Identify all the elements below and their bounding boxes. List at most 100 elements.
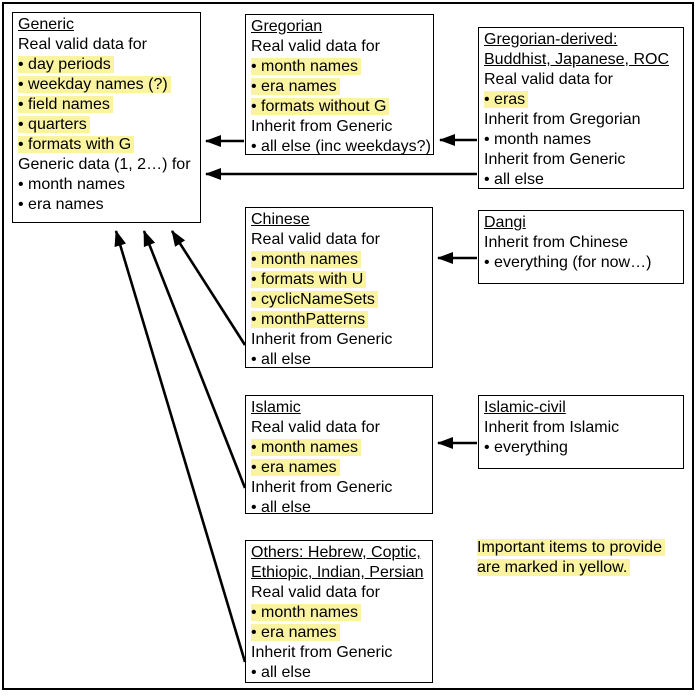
row-text: Inherit from Generic [251,644,393,661]
bullet-item-text: • era names [251,459,340,476]
generic-row: Generic data (1, 2…) for [18,155,200,175]
generic-row: • weekday names (?) [18,75,200,95]
islamic-civil-row: • everything [484,438,683,458]
title-text: Dangi [484,214,526,231]
row-text: Real valid data for [251,38,380,55]
row-text: Inherit from Gregorian [484,111,641,128]
bullet-item-text: • month names [251,439,361,456]
gregorian-row: Real valid data for [251,37,433,57]
bullet-item-text: • era names [18,196,104,213]
others-row: • all else [251,663,432,683]
gregorian-derived-row: • all else [484,170,683,190]
legend-note-text: are marked in yellow. [477,559,631,576]
bullet-item-text: • month names [18,176,125,193]
gregorian-row: • formats without G [251,97,433,117]
chinese-row: • cyclicNameSets [251,290,432,310]
islamic-row: • all else [251,498,432,518]
generic-row: • field names [18,95,200,115]
bullet-item-text: • weekday names (?) [18,76,171,93]
generic-row: Real valid data for [18,35,200,55]
dangi-row: • everything (for now…) [484,253,683,273]
gregorian-row: • month names [251,57,433,77]
chinese-row: • formats with U [251,270,432,290]
generic-row: • month names [18,175,200,195]
gregorian-row: Inherit from Generic [251,117,433,137]
others-row: Real valid data for [251,583,432,603]
chinese-row: • all else [251,350,432,370]
row-text: Inherit from Islamic [484,419,620,436]
dangi-title: Dangi [484,213,683,233]
row-text: Real valid data for [251,584,380,601]
islamic-civil-title: Islamic-civil [484,398,683,418]
islamic-civil-row: Inherit from Islamic [484,418,683,438]
others-row: • era names [251,623,432,643]
generic-row: • formats with G [18,135,200,155]
bullet-item-text: • all else [251,351,311,368]
box-others: Others: Hebrew, Coptic, Ethiopic, Indian,… [245,540,433,683]
bullet-item-text: • formats with U [251,271,367,288]
dangi-row: Inherit from Chinese [484,233,683,253]
gregorian-derived-row: Inherit from Gregorian [484,110,683,130]
bullet-item-text: • month names [251,251,361,268]
chinese-row: Real valid data for [251,230,432,250]
bullet-item-text: • formats with G [18,136,135,153]
chinese-row: Inherit from Generic [251,330,432,350]
row-text: Inherit from Generic [251,479,393,496]
gregorian-derived-row: Real valid data for [484,70,683,90]
bullet-item-text: • all else [251,664,311,681]
bullet-item-text: • everything (for now…) [484,254,652,271]
gregorian-row: • all else (inc weekdays?) [251,137,433,157]
row-text: Real valid data for [251,231,380,248]
row-text: Inherit from Generic [251,331,393,348]
title-text: Islamic [251,399,301,416]
generic-row: • quarters [18,115,200,135]
title-text: Generic [18,16,75,33]
generic-row: • era names [18,195,200,215]
title-text: Islamic-civil [484,399,566,416]
gregorian-derived-row: • month names [484,130,683,150]
bullet-item-text: • eras [484,91,529,108]
bullet-item-text: • field names [18,96,113,113]
others-title: Others: Hebrew, Coptic, [251,543,432,563]
gregorian-derived-title: Buddhist, Japanese, ROC [484,50,683,70]
others-row: Inherit from Generic [251,643,432,663]
row-text: Inherit from Generic [251,118,393,135]
row-text: Inherit from Generic [484,151,626,168]
chinese-title: Chinese [251,210,432,230]
others-title: Ethiopic, Indian, Persian [251,563,432,583]
generic-row: • day periods [18,55,200,75]
islamic-title: Islamic [251,398,432,418]
gregorian-row: • era names [251,77,433,97]
bullet-item-text: • day periods [18,56,114,73]
islamic-row: Real valid data for [251,418,432,438]
bullet-item-text: • era names [251,78,340,95]
chinese-row: • month names [251,250,432,270]
gregorian-derived-row: • eras [484,90,683,110]
islamic-row: • era names [251,458,432,478]
others-row: • month names [251,603,432,623]
title-text: Others: Hebrew, Coptic, [251,544,421,561]
legend-note-line: are marked in yellow. [477,558,665,578]
title-text: Ethiopic, Indian, Persian [251,564,424,581]
legend-note: Important items to provide are marked in… [477,538,665,578]
bullet-item-text: • month names [251,604,361,621]
generic-title: Generic [18,15,200,35]
gregorian-title: Gregorian [251,17,433,37]
bullet-item-text: • all else (inc weekdays?) [251,138,431,155]
row-text: Generic data (1, 2…) for [18,156,191,173]
row-text: Real valid data for [18,36,147,53]
gregorian-derived-title: Gregorian-derived: [484,30,683,50]
title-text: Buddhist, Japanese, ROC [484,51,669,68]
legend-note-line: Important items to provide [477,538,665,558]
bullet-item-text: • all else [484,171,544,188]
chinese-row: • monthPatterns [251,310,432,330]
islamic-row: Inherit from Generic [251,478,432,498]
